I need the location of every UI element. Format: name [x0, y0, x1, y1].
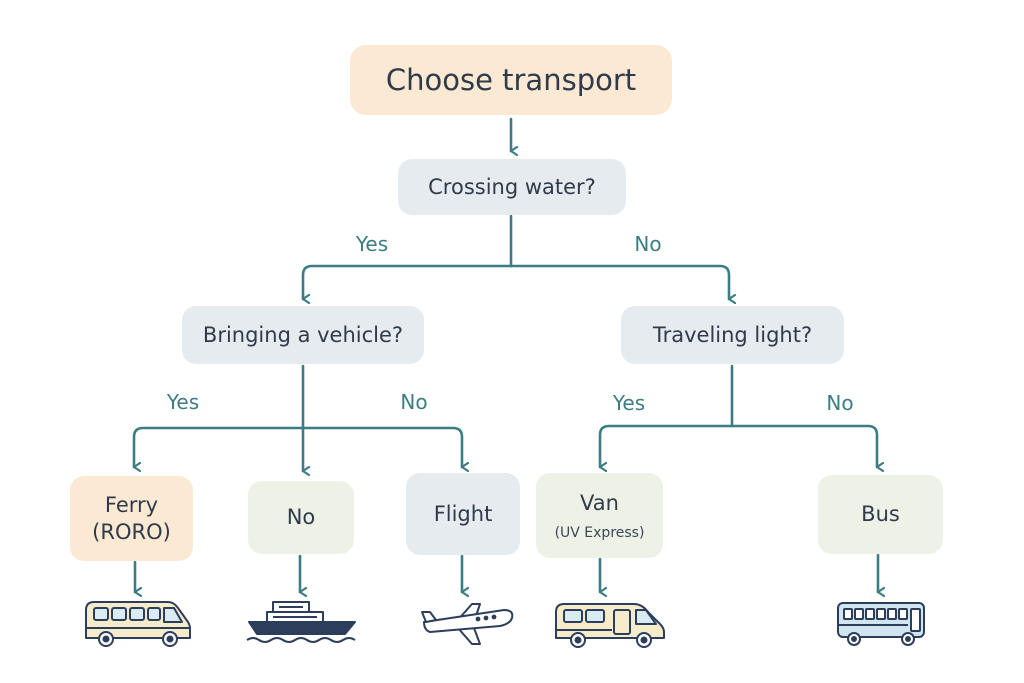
van-icon [555, 603, 665, 648]
question-label: Crossing water? [428, 174, 596, 199]
edge-q1-yes [301, 264, 513, 299]
question-traveling-light: Traveling light? [621, 306, 844, 364]
leaf-label: Bus [861, 502, 900, 527]
edge-label-q3-no: No [826, 391, 854, 415]
leaf-van: Van (UV Express) [536, 473, 663, 558]
leaf-sublabel: (UV Express) [554, 524, 645, 541]
edge-q2-no [301, 426, 462, 467]
edge-q2-yes [132, 426, 305, 467]
edge-q1-no [509, 264, 729, 299]
edge-label-q1-yes: Yes [355, 232, 389, 256]
leaf-label: Flight [433, 501, 493, 526]
edge-label-q3-yes: Yes [612, 391, 646, 415]
van-icon [85, 601, 191, 647]
ship-icon [246, 601, 356, 643]
leaf-label: No [286, 505, 316, 530]
edge-label-q2-yes: Yes [166, 390, 200, 414]
airplane-icon [421, 603, 514, 645]
question-label: Traveling light? [652, 322, 813, 347]
edge-label-q2-no: No [400, 390, 428, 414]
leaf-ferry: Ferry (RORO) [70, 476, 193, 561]
leaf-flight: Flight [406, 473, 520, 555]
edge-label-q1-no: No [634, 232, 662, 256]
root-label: Choose transport [385, 62, 637, 97]
leaf-bus: Bus [818, 475, 943, 554]
question-bringing-vehicle: Bringing a vehicle? [182, 306, 424, 364]
question-crossing-water: Crossing water? [398, 159, 626, 215]
leaf-no: No [248, 481, 354, 554]
leaf-label: Van [580, 491, 619, 516]
root-node: Choose transport [350, 45, 672, 115]
leaf-label: Ferry (RORO) [92, 493, 171, 544]
question-label: Bringing a vehicle? [202, 322, 404, 347]
edge-q3-no [730, 424, 877, 467]
bus-icon [837, 602, 925, 646]
edge-q3-yes [598, 424, 734, 467]
